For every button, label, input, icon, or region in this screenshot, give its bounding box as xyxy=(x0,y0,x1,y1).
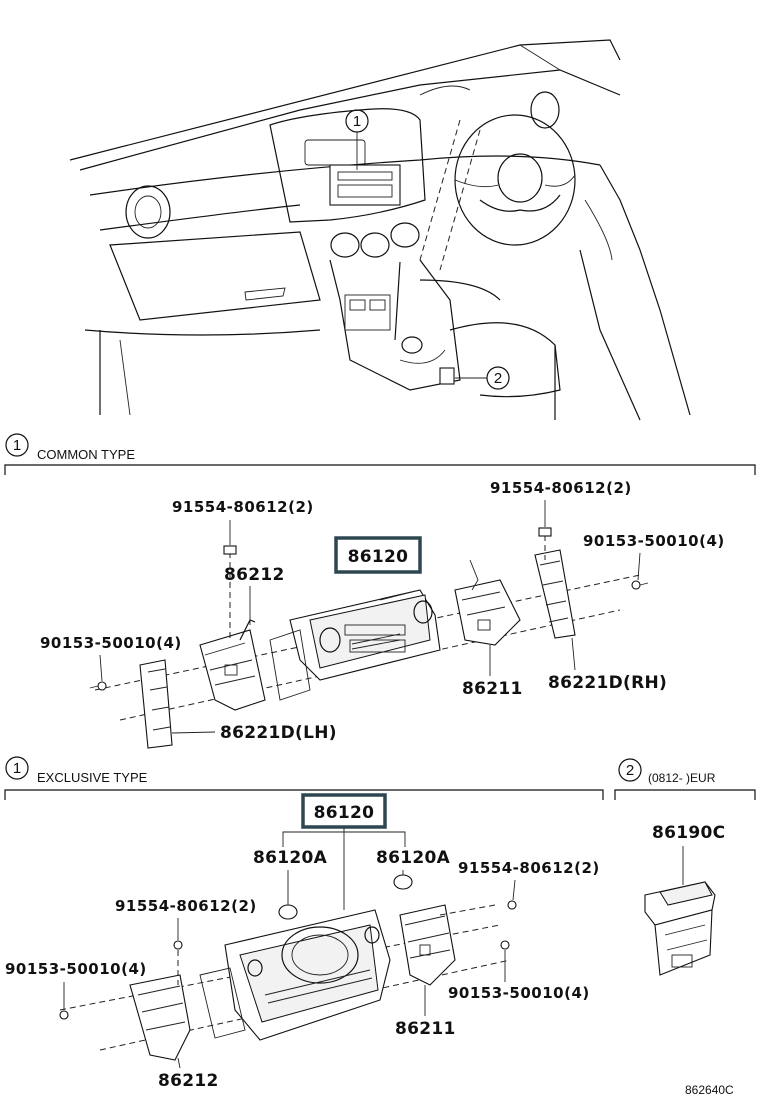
panel-rh xyxy=(534,549,576,639)
label-86190c: 86190C xyxy=(652,823,725,843)
section-common-index: 1 xyxy=(13,437,21,454)
overview-callout-1: 1 xyxy=(353,113,361,130)
europe-section: 2 (0812- )EUR 86190C xyxy=(614,758,756,976)
label-screw-right-common: 91554-80612(2) xyxy=(490,479,632,497)
section-exclusive-index: 1 xyxy=(13,760,21,777)
main-unit-label-box-exclusive xyxy=(301,793,387,829)
figure-code: 862640C xyxy=(685,1083,734,1097)
section-europe-index: 2 xyxy=(626,762,634,779)
label-86212-common: 86212 xyxy=(224,565,285,585)
section-exclusive-title: EXCLUSIVE TYPE xyxy=(37,770,148,785)
overview-callout-2: 2 xyxy=(494,370,502,387)
label-86120a-right: 86120A xyxy=(376,848,451,868)
panel-lh xyxy=(139,659,173,749)
label-bolt-left-common: 90153-50010(4) xyxy=(40,634,182,652)
label-86221d-rh: 86221D(RH) xyxy=(548,673,667,693)
label-86120a-left: 86120A xyxy=(253,848,328,868)
section-common-bracket xyxy=(4,464,756,475)
label-screw-left-exclusive: 91554-80612(2) xyxy=(115,897,257,915)
label-screw-left-common: 91554-80612(2) xyxy=(172,498,314,516)
label-bolt-left-exclusive: 90153-50010(4) xyxy=(5,960,147,978)
bracket-left xyxy=(199,629,266,711)
dashboard-overview-drawing: 1 2 xyxy=(69,39,691,421)
section-common-title: COMMON TYPE xyxy=(37,447,135,462)
label-86221d-lh: 86221D(LH) xyxy=(220,723,337,743)
exclusive-type-section: 1 EXCLUSIVE TYPE 86120 xyxy=(4,756,604,1091)
label-bolt-right-exclusive: 90153-50010(4) xyxy=(448,984,590,1002)
label-86211-common: 86211 xyxy=(462,679,523,699)
label-86211-exclusive: 86211 xyxy=(395,1019,456,1039)
label-bolt-right-common: 90153-50010(4) xyxy=(583,532,725,550)
label-screw-right-exclusive: 91554-80612(2) xyxy=(458,859,600,877)
label-86212-exclusive: 86212 xyxy=(158,1071,219,1091)
bracket-left-exclusive xyxy=(129,974,191,1061)
main-unit-label-box-common xyxy=(334,536,422,574)
common-type-section: 1 COMMON TYPE xyxy=(4,433,756,749)
bracket-right xyxy=(454,579,521,646)
section-europe-title: (0812- )EUR xyxy=(648,771,716,785)
label-86120-common: 86120 xyxy=(348,547,409,567)
section-europe-bracket xyxy=(614,789,756,800)
section-exclusive-bracket xyxy=(4,789,604,800)
label-86120-exclusive: 86120 xyxy=(314,803,375,823)
